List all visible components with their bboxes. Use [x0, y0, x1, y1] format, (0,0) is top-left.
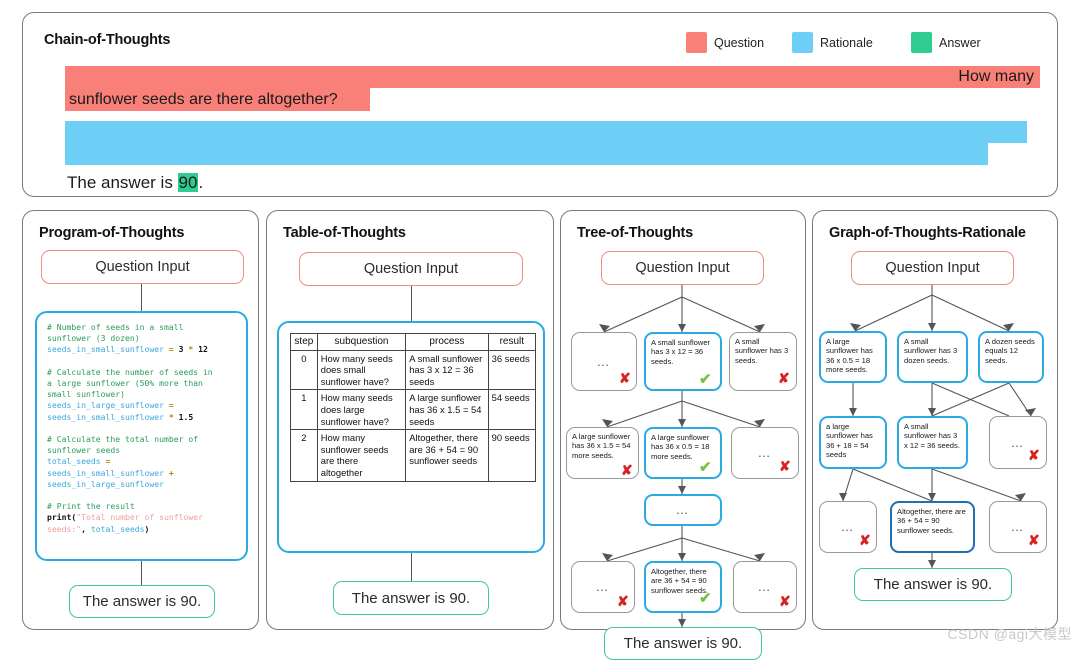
legend-label-question: Question: [714, 35, 765, 50]
cell-process: Altogether, there are 36 + 54 = 90 sunfl…: [405, 429, 489, 482]
tre-node-l2-mid[interactable]: A large sunflower has 36 x 0.5 = 18 more…: [644, 427, 722, 479]
tot-connector-bottom: [411, 553, 413, 581]
answer-suffix: .: [198, 173, 204, 192]
watermark: CSDN @agi大模型: [947, 626, 1072, 642]
cell-process: A small sunflower has 3 x 12 = 36 seeds: [405, 349, 489, 391]
chain-of-thoughts-answer: The answer is 90.: [67, 173, 203, 193]
graph-of-thoughts-panel: Graph-of-Thoughts-Rationale: [812, 210, 1058, 630]
legend-item-answer: Answer: [911, 32, 981, 53]
cell-result: 54 seeds: [487, 389, 537, 431]
legend-item-question: Question: [686, 32, 764, 53]
program-of-thoughts-title: Program-of-Thoughts: [39, 225, 185, 241]
rationale-swatch-icon: [792, 32, 813, 53]
got-node-l3-right[interactable]: …: [989, 501, 1047, 553]
tot-connector-top: [411, 286, 413, 321]
rationale-bar-line1: [65, 121, 1027, 143]
got-node-l2-left[interactable]: a large sunflower has 36 + 18 = 54 seeds: [819, 416, 887, 469]
tot-answer: The answer is 90.: [333, 581, 489, 615]
legend-item-rationale: Rationale: [792, 32, 873, 53]
table-of-thoughts-title: Table-of-Thoughts: [283, 225, 406, 241]
table-header-row: step subquestion process result: [290, 333, 537, 351]
tot-table-container: step subquestion process result 0 How ma…: [277, 321, 545, 553]
cell-result: 90 seeds: [487, 429, 537, 482]
table-row: 0 How many seeds does small sunflower ha…: [290, 349, 537, 391]
pot-connector-bottom: [141, 561, 143, 585]
question-bar-line1: How many: [65, 66, 1040, 88]
got-node-l2-mid[interactable]: A small sunflower has 3 x 12 = 36 seeds.: [897, 416, 968, 469]
tot-question-input[interactable]: Question Input: [299, 252, 523, 286]
cell-step: 2: [290, 429, 318, 482]
tre-node-l4-right[interactable]: …: [733, 561, 797, 613]
table-row: 2 How many sunflower seeds are there alt…: [290, 429, 537, 482]
pot-answer: The answer is 90.: [69, 585, 215, 618]
tre-question-input[interactable]: Question Input: [601, 251, 764, 285]
col-result: result: [487, 333, 537, 351]
table-of-thoughts-panel: Table-of-Thoughts Question Input step su…: [266, 210, 554, 630]
cell-subquestion: How many seeds does small sunflower have…: [316, 349, 407, 391]
cell-step: 1: [290, 389, 318, 431]
tre-node-l4-left[interactable]: …: [571, 561, 635, 613]
tree-of-thoughts-title: Tree-of-Thoughts: [577, 225, 694, 241]
tot-table: step subquestion process result 0 How ma…: [290, 333, 537, 482]
tre-answer: The answer is 90.: [604, 627, 762, 660]
chain-of-thoughts-title: Chain-of-Thoughts: [44, 32, 171, 48]
got-answer: The answer is 90.: [854, 568, 1012, 601]
tre-node-l1-right[interactable]: A small sunflower has 3 seeds.: [729, 332, 797, 391]
legend-label-answer: Answer: [939, 35, 981, 50]
table-row: 1 How many seeds does large sunflower ha…: [290, 389, 537, 431]
legend-label-rationale: Rationale: [820, 35, 873, 50]
cell-process: A large sunflower has 36 x 1.5 = 54 seed…: [405, 389, 489, 431]
tre-node-l2-right[interactable]: …: [731, 427, 799, 479]
pot-connector-top: [141, 284, 143, 311]
rationale-bar-line2: [65, 143, 988, 165]
got-node-l3-left[interactable]: …: [819, 501, 877, 553]
program-of-thoughts-panel: Program-of-Thoughts Question Input # Num…: [22, 210, 259, 630]
answer-swatch-icon: [911, 32, 932, 53]
question-swatch-icon: [686, 32, 707, 53]
question-bar-line2: sunflower seeds are there altogether?: [65, 88, 370, 111]
cell-subquestion: How many seeds does large sunflower have…: [316, 389, 407, 431]
answer-prefix: The answer is: [67, 173, 178, 192]
got-node-l3-mid[interactable]: Altogether, there are 36 + 54 = 90 sunfl…: [890, 501, 975, 553]
col-proc: process: [405, 333, 489, 351]
cell-result: 36 seeds: [487, 349, 537, 391]
col-step: step: [290, 333, 318, 351]
tre-node-l1-mid[interactable]: A small sunflower has 3 x 12 = 36 seeds.: [644, 332, 722, 391]
answer-value: 90: [177, 173, 199, 192]
got-node-l1-mid[interactable]: A small sunflower has 3 dozen seeds.: [897, 331, 968, 383]
cell-subquestion: How many sunflower seeds are there altog…: [316, 429, 407, 482]
chain-of-thoughts-panel: Chain-of-Thoughts Question Rationale Ans…: [22, 12, 1058, 197]
got-node-l1-right[interactable]: A dozen seeds equals 12 seeds.: [978, 331, 1044, 383]
got-node-l1-left[interactable]: A large sunflower has 36 x 0.5 = 18 more…: [819, 331, 887, 383]
tre-node-l4-mid[interactable]: Altogether, there are 36 + 54 = 90 sunfl…: [644, 561, 722, 613]
pot-question-input[interactable]: Question Input: [41, 250, 244, 284]
got-node-l2-right[interactable]: …: [989, 416, 1047, 469]
tre-node-l3-mid[interactable]: …: [644, 494, 722, 526]
graph-of-thoughts-title: Graph-of-Thoughts-Rationale: [829, 225, 1026, 241]
pot-code-text: # Number of seeds in a small sunflower (…: [47, 322, 213, 534]
col-subq: subquestion: [316, 333, 407, 351]
cell-step: 0: [290, 349, 318, 391]
got-question-input[interactable]: Question Input: [851, 251, 1014, 285]
tre-node-l1-left[interactable]: …: [571, 332, 637, 391]
question-text-tail: How many: [958, 68, 1034, 85]
pot-code-block: # Number of seeds in a small sunflower (…: [35, 311, 248, 561]
tree-of-thoughts-panel: Tree-of-Thoughts: [560, 210, 806, 660]
tre-node-l2-left[interactable]: A large sunflower has 36 x 1.5 = 54 more…: [566, 427, 639, 479]
